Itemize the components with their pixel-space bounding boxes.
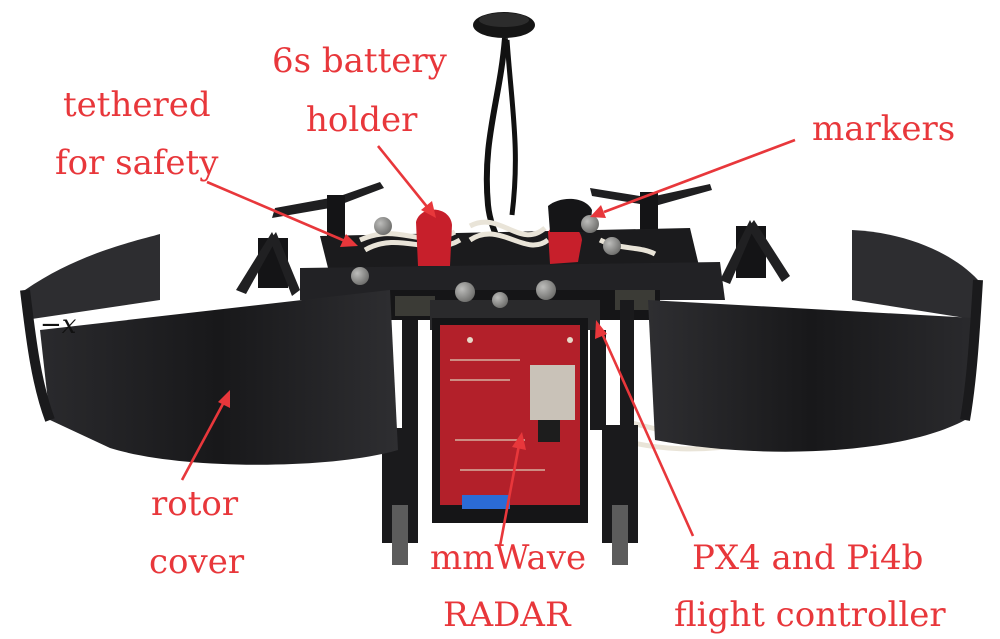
rotor-cover-left: [20, 234, 398, 465]
label-radar-line1: mmWave: [430, 538, 587, 578]
axis-label-negative-x: −x: [40, 310, 77, 340]
label-radar-line2: RADAR: [443, 595, 571, 635]
arrow-fc: [595, 320, 695, 537]
mocap-markers: [351, 215, 621, 308]
rotor-cover-right: [648, 230, 983, 452]
arrow-radar: [498, 432, 526, 547]
landing-legs: [382, 300, 638, 565]
arrow-tethered: [206, 180, 358, 247]
label-fc-line1: PX4 and Pi4b: [692, 538, 924, 578]
label-markers: markers: [812, 109, 956, 149]
label-battery-line1: 6s battery: [272, 41, 447, 81]
arrow-rotor: [180, 390, 230, 481]
label-rotor-line2: cover: [149, 542, 245, 582]
label-fc-line2: flight controller: [674, 595, 946, 635]
label-tethered-line1: tethered: [63, 85, 211, 125]
arrow-markers: [590, 138, 796, 218]
label-rotor-line1: rotor: [151, 484, 239, 524]
label-tethered-line2: for safety: [55, 143, 219, 183]
battery-holder: [416, 198, 592, 266]
radar-board: [432, 318, 588, 523]
front-motors: [236, 220, 790, 296]
label-battery-line2: holder: [306, 100, 418, 140]
rear-propellers: [272, 182, 712, 239]
arrow-battery: [376, 145, 436, 218]
annotation-arrows: [180, 138, 796, 547]
